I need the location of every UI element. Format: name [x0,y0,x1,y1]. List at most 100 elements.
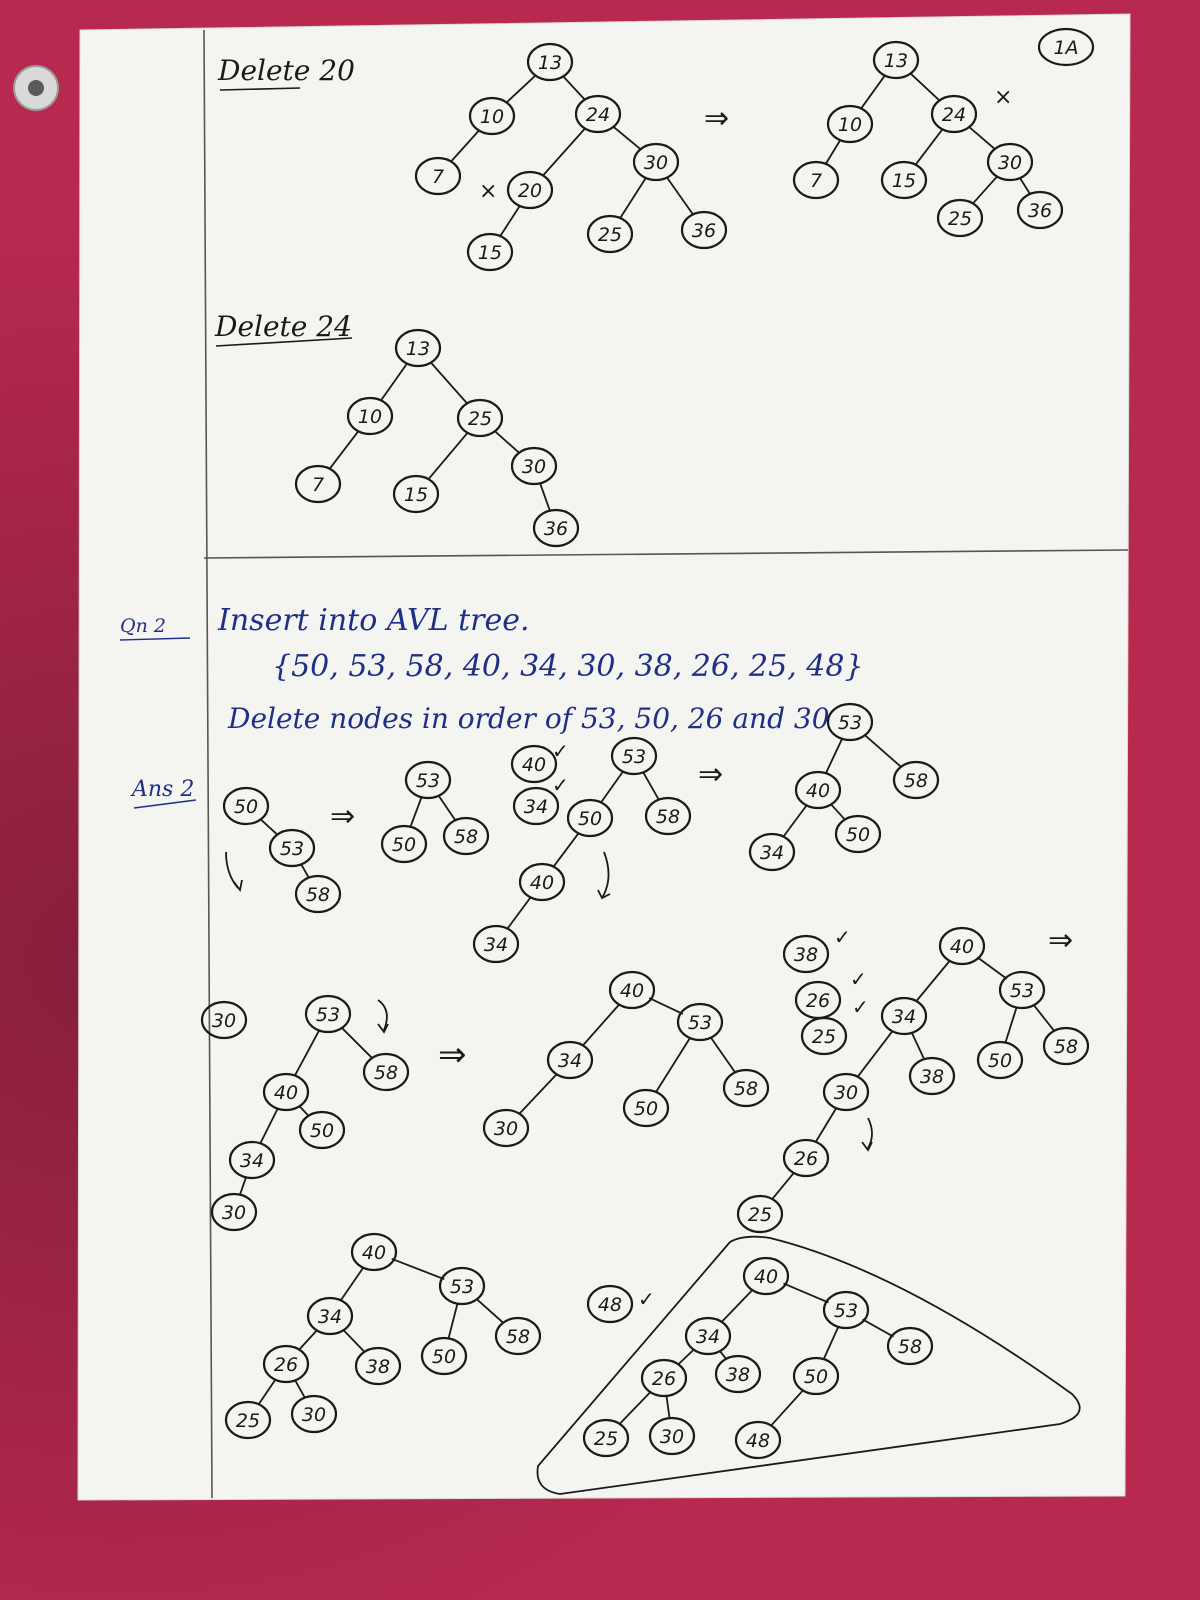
tree-node: 10 [468,96,516,136]
question-line-1: Insert into AVL tree. [217,603,530,638]
step-node: 25 [800,1016,848,1056]
arrow-icon: ⇒ [1048,923,1073,958]
tree-edge [825,738,843,774]
tree-edge [294,1030,320,1076]
tree-node: 13 [526,42,574,82]
tree-node: 50 [792,1356,840,1396]
node-value: 50 [988,1050,1012,1072]
tree-node: 25 [936,198,984,238]
arrow-icon: ⇒ [330,799,355,834]
tree-edge [437,795,457,821]
node-value: 10 [838,114,862,136]
tree-edge [298,1329,318,1351]
tree-node: 7 [792,160,840,200]
node-value: 53 [622,746,646,768]
check-icon: ✓ [552,773,569,797]
tree-edge [581,1003,621,1047]
node-value: 38 [794,944,818,966]
tree-node: 53 [822,1290,870,1330]
delete-20-label: Delete 20 [217,54,355,87]
tree-node: 34 [684,1316,732,1356]
tree-node: 58 [722,1068,770,1108]
tree-node: 24 [930,94,978,134]
node-value: 40 [806,780,830,802]
node-value: 48 [598,1294,622,1316]
node-value: 58 [656,806,680,828]
tree-node: 40 [518,862,566,902]
step-node: 30 [200,1000,248,1040]
node-value: 50 [578,808,602,830]
node-value: 34 [484,934,508,956]
tree-edge [600,770,624,804]
tree-edge [666,177,694,215]
node-value: 34 [524,796,548,818]
node-value: 15 [892,170,916,192]
tree-node: 40 [350,1232,398,1272]
tree-node: 50 [380,824,428,864]
node-value: 26 [652,1368,676,1390]
node-value: 25 [948,208,972,230]
tree-edge [391,1258,445,1280]
tree-edge [863,733,903,769]
node-value: 50 [310,1120,334,1142]
node-value: 30 [302,1404,326,1426]
node-value: 13 [538,52,562,74]
node-value: 48 [746,1430,770,1452]
node-value: 58 [374,1062,398,1084]
tree-node: 58 [494,1316,542,1356]
node-value: 50 [432,1346,456,1368]
node-value: 53 [688,1012,712,1034]
node-value: 38 [366,1356,390,1378]
node-value: 40 [522,754,546,776]
node-value: 53 [416,770,440,792]
node-value: 26 [794,1148,818,1170]
tree-node: 26 [640,1358,688,1398]
tree-edge [648,997,684,1015]
tree-edge [541,127,587,177]
node-value: 34 [318,1306,342,1328]
tree-edge [830,803,846,821]
node-value: 53 [450,1276,474,1298]
tree-node: 25 [224,1400,272,1440]
tree-node: 34 [748,832,796,872]
answer-label: Ans 2 [130,777,194,802]
tree-node: 50 [566,798,614,838]
node-value: 20 [518,180,542,202]
node-value: 30 [998,152,1022,174]
node-value: 24 [942,104,966,126]
tree-node: 53 [610,736,658,776]
tree-node: 38 [354,1346,402,1386]
tree-edge [298,1105,310,1117]
margin-line [203,29,213,1499]
node-value: 53 [280,838,304,860]
node-value: 40 [754,1266,778,1288]
tree-edge [259,818,279,836]
node-value: 36 [692,220,716,242]
node-value: 58 [898,1336,922,1358]
tree-edge [618,1391,652,1425]
node-value: 25 [594,1428,618,1450]
tree-edge [506,896,532,930]
tree-node: 58 [886,1326,934,1366]
tree-node: 24 [574,94,622,134]
tree-node: 53 [998,970,1046,1010]
tree-edge [976,956,1008,980]
node-value: 50 [846,824,870,846]
tree-node: 58 [294,874,342,914]
tree-node: 13 [394,328,442,368]
tree-node: 53 [268,828,316,868]
check-icon: ✓ [552,739,569,763]
cross-icon: × [479,179,497,204]
node-value: 34 [558,1050,582,1072]
tree-node: 20 [506,170,554,210]
tree-node: 48 [734,1420,782,1460]
node-value: 50 [234,796,258,818]
section-divider [203,549,1129,559]
tree-node: 7 [414,156,462,196]
node-value: 58 [904,770,928,792]
tree-edge [239,1177,247,1195]
tree-node: 40 [742,1256,790,1296]
tree-edge [342,1329,366,1353]
rotation-arrow-icon [601,851,610,899]
arrow-icon: ⇒ [438,1035,467,1075]
